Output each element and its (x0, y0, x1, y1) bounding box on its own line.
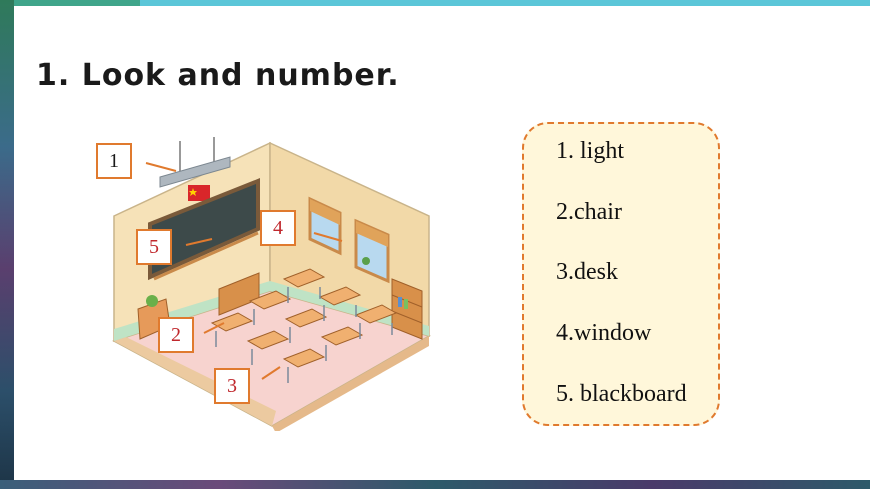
slide: 1. Look and number. (14, 6, 870, 480)
exercise-title: 1. Look and number. (36, 58, 400, 93)
decorative-left-border (0, 0, 14, 489)
classroom-illustration (112, 137, 431, 431)
decorative-bottom-border (0, 480, 870, 489)
word-chair: 2.chair (556, 199, 622, 225)
label-box-3[interactable]: 3 (214, 368, 250, 404)
word-window: 4.window (556, 320, 652, 346)
word-desk: 3.desk (556, 259, 618, 285)
word-light: 1. light (556, 138, 625, 164)
label-box-4[interactable]: 4 (260, 210, 296, 246)
label-box-1[interactable]: 1 (96, 143, 132, 179)
top-accent-bar-left (14, 0, 140, 6)
word-blackboard: 5. blackboard (556, 381, 687, 407)
label-box-5[interactable]: 5 (136, 229, 172, 265)
word-list-box: 1. light 2.chair 3.desk 4.window 5. blac… (522, 122, 720, 426)
label-box-2[interactable]: 2 (158, 317, 194, 353)
top-accent-bar (140, 0, 870, 6)
